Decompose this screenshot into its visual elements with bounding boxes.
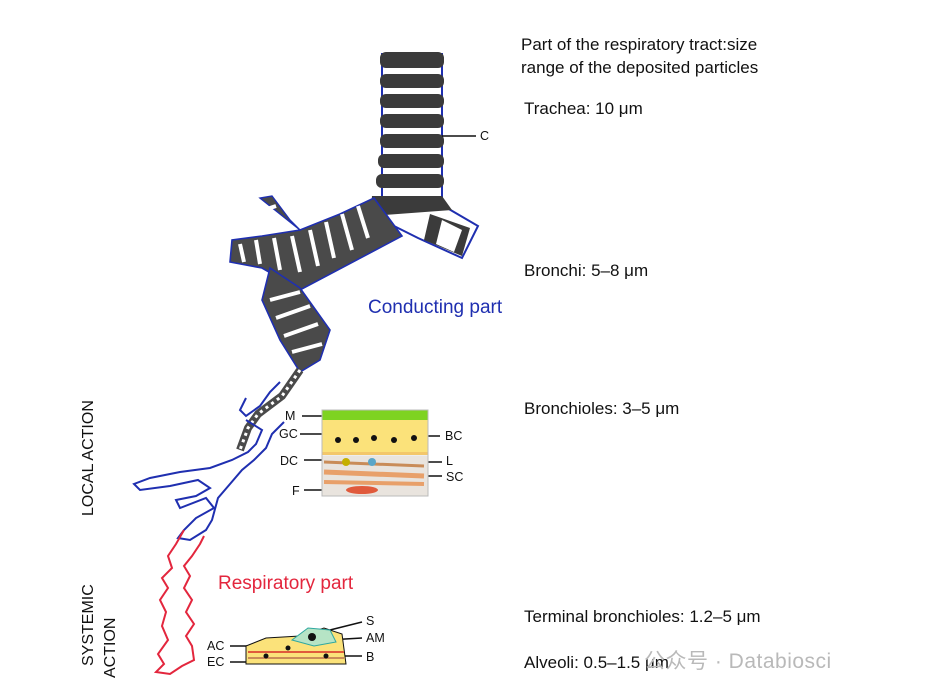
respiratory-part-label: Respiratory part — [218, 573, 354, 594]
trachea-deposition: Trachea: 10 μm — [524, 99, 643, 118]
label-GC: GC — [279, 427, 298, 441]
systemic-label: SYSTEMIC — [80, 584, 97, 666]
header-line-2: range of the deposited particles — [521, 58, 759, 77]
label-SC: SC — [446, 470, 464, 484]
trachea — [370, 52, 480, 260]
watermark: 公众号 · Databiosci — [644, 650, 832, 673]
conducting-airway-outline — [132, 381, 285, 542]
bronchiole-epithelium-inset — [321, 409, 429, 497]
label-L: L — [446, 454, 453, 468]
label-S: S — [366, 614, 375, 628]
bronchioles-deposition: Bronchioles: 3–5 μm — [524, 399, 680, 418]
terminal-bronchioles-deposition: Terminal bronchioles: 1.2–5 μm — [524, 607, 761, 626]
systemic-action-label: ACTION — [102, 617, 119, 678]
label-M: M — [285, 409, 296, 423]
label-EC: EC — [207, 655, 225, 669]
alveolus-inset — [245, 627, 347, 665]
alveoli-deposition: Alveoli: 0.5–1.5 μm — [524, 653, 669, 672]
label-DC: DC — [280, 454, 299, 468]
label-C: C — [480, 129, 490, 143]
header-line-1: Part of the respiratory tract:size — [521, 35, 758, 54]
respiratory-airway-outline — [153, 529, 205, 676]
label-AM: AM — [366, 631, 385, 645]
bronchi — [229, 195, 404, 452]
label-F: F — [292, 484, 300, 498]
conducting-part-label: Conducting part — [368, 297, 503, 318]
local-action-label: LOCAL ACTION — [80, 400, 97, 516]
label-B: B — [366, 650, 375, 664]
label-AC: AC — [207, 639, 225, 653]
label-BC: BC — [445, 429, 463, 443]
bronchi-deposition: Bronchi: 5–8 μm — [524, 261, 649, 280]
